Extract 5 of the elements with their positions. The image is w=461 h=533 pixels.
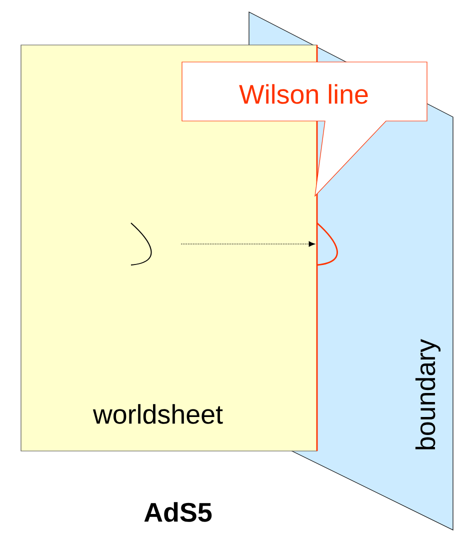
string-curve — [316, 222, 338, 266]
string-curve — [130, 222, 152, 266]
callout: Wilson line — [182, 62, 428, 197]
arrow — [180, 241, 315, 247]
diagram-label: AdS5 — [144, 502, 212, 522]
